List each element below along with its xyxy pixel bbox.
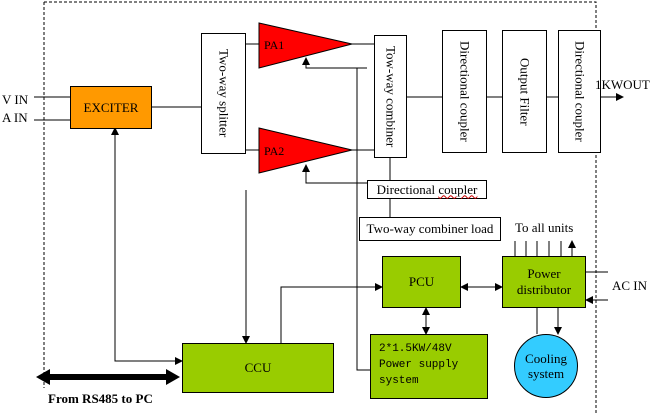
combiner-block: Tow-way combiner <box>374 35 407 158</box>
directional-coupler-2-label: Directional coupler <box>572 41 588 142</box>
pa2-label: PA2 <box>264 144 285 158</box>
power-supply-label: 2*1.5KW/48V Power supply system <box>379 343 459 387</box>
splitter-block: Two-way splitter <box>201 33 246 154</box>
output-label: 1KWOUT <box>595 77 650 92</box>
exciter-block: EXCITER <box>70 86 152 129</box>
v-in-label: V IN <box>2 92 29 107</box>
ccu-label: CCU <box>244 360 272 375</box>
power-distributor-label: Power distributor <box>516 266 572 297</box>
directional-coupler-2: Directional coupler <box>558 30 601 153</box>
a-in-label: A IN <box>2 110 28 125</box>
ccu-block: CCU <box>182 343 334 393</box>
directional-coupler-3-word: coupler <box>438 181 478 197</box>
cooling-system-label: Cooling system <box>525 351 567 381</box>
power-supply-block: 2*1.5KW/48V Power supply system <box>370 334 488 399</box>
directional-coupler-3-label: Directional coupler <box>377 182 478 198</box>
ac-in-label: AC IN <box>612 278 648 293</box>
combiner-load-label: Two-way combiner load <box>366 221 494 236</box>
cooling-system: Cooling system <box>514 334 578 398</box>
exciter-label: EXCITER <box>83 99 139 115</box>
pcu-block: PCU <box>382 256 461 308</box>
power-distributor-block: Power distributor <box>502 256 586 308</box>
combiner-label: Tow-way combiner <box>383 45 399 148</box>
directional-coupler-1: Directional coupler <box>442 30 487 153</box>
combiner-load-block: Two-way combiner load <box>359 217 501 241</box>
to-all-units-label: To all units <box>515 220 574 235</box>
directional-coupler-3: Directional coupler <box>367 180 487 199</box>
output-filter-label: Output Filter <box>517 57 533 126</box>
pa1-label: PA1 <box>264 38 285 52</box>
rs485-label: From RS485 to PC <box>48 391 153 406</box>
pa1-amplifier <box>258 22 353 69</box>
pcu-label: PCU <box>408 274 435 289</box>
directional-coupler-3-prefix: Directional <box>376 181 439 197</box>
output-filter-block: Output Filter <box>502 30 547 153</box>
pa2-amplifier <box>258 127 353 174</box>
splitter-label: Two-way splitter <box>216 49 232 138</box>
directional-coupler-1-label: Directional coupler <box>457 41 473 142</box>
